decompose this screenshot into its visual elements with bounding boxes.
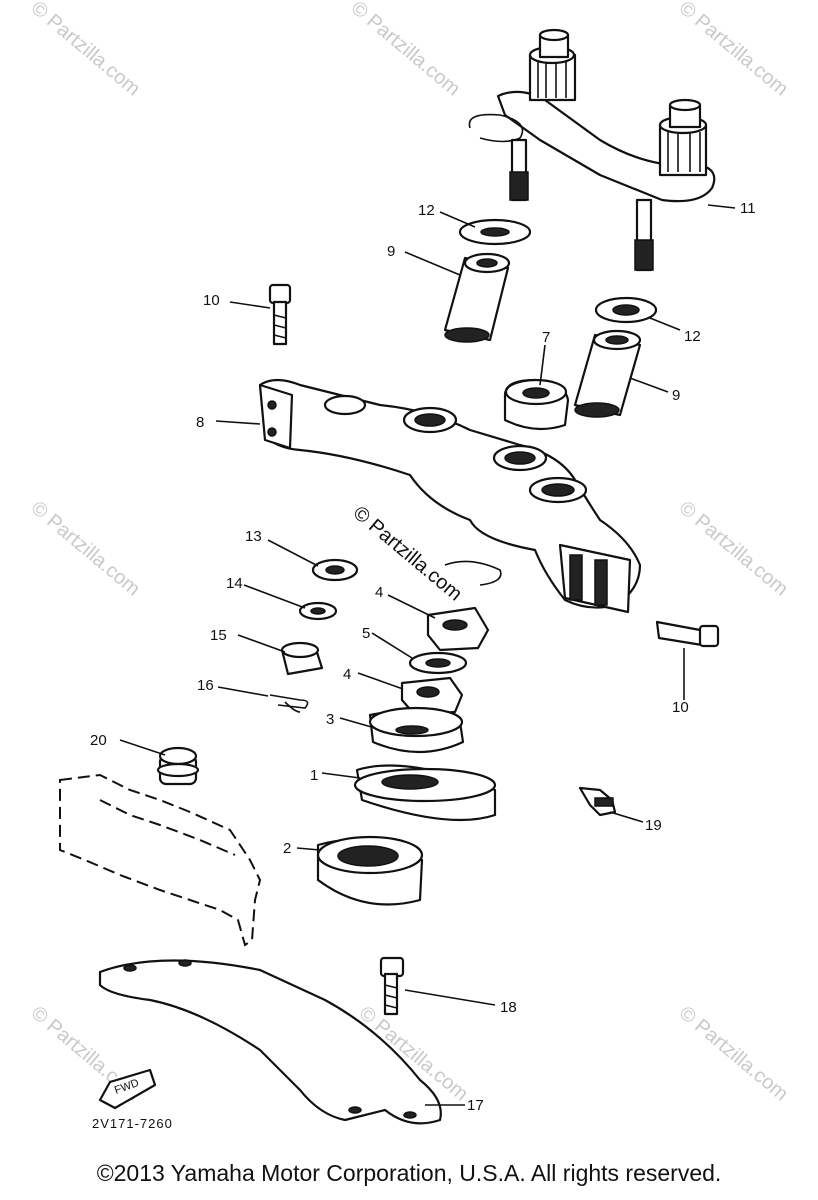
callout-10-lower: 10 (672, 699, 689, 716)
callout-3: 3 (326, 711, 334, 728)
callout-16: 16 (197, 677, 214, 694)
watermark: © Partzilla.com (675, 497, 792, 600)
part-2-bearing-lower[interactable] (316, 835, 424, 906)
part-8-steering-crown[interactable] (258, 378, 642, 614)
callout-14: 14 (226, 575, 243, 592)
part-13-washer[interactable] (311, 558, 359, 582)
drawing-code: 2V171-7260 (92, 1116, 173, 1131)
part-16-cotter-pin[interactable] (269, 694, 309, 713)
watermark: © Partzilla.com (675, 1002, 792, 1105)
callout-11: 11 (740, 200, 756, 217)
callout-13: 13 (245, 528, 262, 545)
frame-outline-dashed (59, 773, 262, 947)
part-20-grommet[interactable] (156, 746, 200, 786)
callout-4-upper: 4 (375, 584, 383, 601)
part-9-bushing-lower[interactable] (573, 329, 642, 418)
part-7-collar[interactable] (503, 378, 570, 431)
callout-1: 1 (310, 767, 318, 784)
part-15-nut[interactable] (280, 641, 324, 676)
copyright-notice: ©2013 Yamaha Motor Corporation, U.S.A. A… (96, 1160, 722, 1186)
callout-9-upper: 9 (387, 243, 395, 260)
callout-20: 20 (90, 732, 107, 749)
part-4-ring-nut-lower[interactable] (400, 676, 464, 717)
callout-19: 19 (645, 817, 662, 834)
callout-9-lower: 9 (672, 387, 680, 404)
callout-18: 18 (500, 999, 517, 1016)
callout-12-upper: 12 (418, 202, 435, 219)
callout-10-upper: 10 (203, 292, 220, 309)
watermark-center: © Partzilla.com (349, 502, 466, 605)
part-9-bushing-upper[interactable] (443, 252, 511, 343)
part-19-clip[interactable] (578, 786, 617, 817)
callout-5: 5 (362, 625, 370, 642)
part-1-bearing[interactable] (353, 764, 497, 822)
callout-8: 8 (196, 414, 204, 431)
callout-15: 15 (210, 627, 227, 644)
watermark: © Partzilla.com (675, 0, 792, 100)
watermark: © Partzilla.com (347, 0, 464, 100)
part-11-upper-bracket[interactable] (468, 28, 716, 272)
callout-12-lower: 12 (684, 328, 701, 345)
part-17-lower-cover[interactable] (98, 959, 442, 1125)
watermark: © Partzilla.com (27, 0, 144, 100)
leader-lines (119, 204, 736, 1106)
callout-17: 17 (467, 1097, 484, 1114)
part-14-lock-washer[interactable] (298, 601, 338, 621)
part-3-bearing-cover[interactable] (368, 706, 465, 754)
callout-labels: 11 12 9 10 12 9 7 8 13 14 15 16 4 5 4 3 … (90, 200, 756, 1131)
watermark: © Partzilla.com (27, 497, 144, 600)
exploded-view-svg: © Partzilla.com © Partzilla.com © Partzi… (27, 0, 792, 1131)
callout-4-lower: 4 (343, 666, 351, 683)
part-12-washer-upper[interactable] (458, 218, 532, 246)
part-5-washer[interactable] (408, 651, 468, 675)
part-12-washer-lower[interactable] (594, 296, 658, 324)
part-10-bolt-upper[interactable] (268, 283, 292, 346)
callout-2: 2 (283, 840, 291, 857)
part-10-bolt-lower[interactable] (655, 620, 720, 648)
callout-7: 7 (542, 329, 550, 346)
part-4-ring-nut-upper[interactable] (426, 606, 490, 652)
fwd-arrow-stamp: FWD (98, 1068, 157, 1110)
part-18-bolt[interactable] (379, 956, 405, 1016)
